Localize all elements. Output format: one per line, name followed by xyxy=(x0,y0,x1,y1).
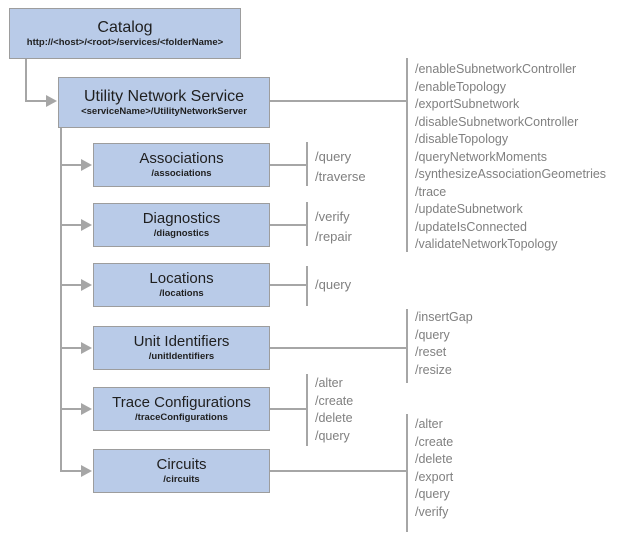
ops-list-diagnostics: /verify/repair xyxy=(315,207,352,247)
node-circuits: Circuits /circuits xyxy=(93,449,270,493)
operation-item: /validateNetworkTopology xyxy=(415,237,558,251)
arrow-right-icon xyxy=(81,279,92,291)
operation-item: /query xyxy=(315,149,352,164)
node-catalog-subtitle: http://<host>/<root>/services/<folderNam… xyxy=(26,37,224,48)
operation-item: /synthesizeAssociationGeometries xyxy=(415,167,607,181)
node-associations: Associations /associations xyxy=(93,143,270,187)
node-unit-identifiers-title: Unit Identifiers xyxy=(133,333,230,350)
node-catalog: Catalog http://<host>/<root>/services/<f… xyxy=(9,8,241,59)
ops-list-utility-network-service: /enableSubnetworkController/enableTopolo… xyxy=(415,61,606,254)
node-circuits-title: Circuits xyxy=(156,456,207,473)
node-associations-title: Associations xyxy=(139,150,224,167)
node-diagnostics-subtitle: /diagnostics xyxy=(153,228,210,239)
connector-branch-trace-configurations xyxy=(60,408,83,410)
operation-item: /delete xyxy=(415,452,453,466)
ops-list-locations: /query xyxy=(315,275,351,295)
ops-list-trace-configurations: /alter/create/delete/query xyxy=(315,375,353,445)
operation-item: /disableTopology xyxy=(415,132,509,146)
node-associations-subtitle: /associations xyxy=(151,168,212,179)
connector-branch-circuits xyxy=(60,470,83,472)
operation-item: /query xyxy=(315,277,352,292)
node-locations-subtitle: /locations xyxy=(159,288,204,299)
operation-item: /alter xyxy=(315,376,343,390)
connector-catalog-horizontal xyxy=(25,100,48,102)
operation-item: /query xyxy=(415,487,450,501)
node-diagnostics-title: Diagnostics xyxy=(142,210,221,227)
connector-uns-operations xyxy=(270,100,406,102)
connector-trace-configurations-operations xyxy=(270,408,306,410)
tick-associations-operations xyxy=(306,142,308,186)
operation-item: /insertGap xyxy=(415,310,473,324)
node-locations-title: Locations xyxy=(149,270,214,287)
operation-item: /create xyxy=(315,393,354,408)
node-circuits-subtitle: /circuits xyxy=(163,474,200,485)
operation-item: /resize xyxy=(415,362,452,377)
operation-item: /queryNetworkMoments xyxy=(415,149,547,164)
connector-branch-associations xyxy=(60,164,83,166)
operation-item: /updateSubnetwork xyxy=(415,202,523,216)
operation-item: /enableTopology xyxy=(415,79,507,94)
operation-item: /updateIsConnected xyxy=(415,219,527,234)
operation-item: /trace xyxy=(415,184,447,199)
operation-item: /exportSubnetwork xyxy=(415,97,520,111)
node-locations: Locations /locations xyxy=(93,263,270,307)
tick-circuits-operations xyxy=(406,414,408,532)
node-diagnostics: Diagnostics /diagnostics xyxy=(93,203,270,247)
node-trace-configurations-title: Trace Configurations xyxy=(112,394,251,411)
arrow-right-icon xyxy=(46,95,57,107)
operation-item: /alter xyxy=(415,417,443,431)
connector-branch-unit-identifiers xyxy=(60,347,83,349)
ops-list-associations: /query/traverse xyxy=(315,147,366,187)
connector-locations-operations xyxy=(270,284,306,286)
operation-item: /query xyxy=(315,428,350,443)
arrow-right-icon xyxy=(81,159,92,171)
operation-item: /verify xyxy=(415,504,449,519)
arrow-right-icon xyxy=(81,465,92,477)
node-catalog-title: Catalog xyxy=(97,19,153,36)
operation-item: /disableSubnetworkController xyxy=(415,114,579,129)
arrow-right-icon xyxy=(81,403,92,415)
operation-item: /traverse xyxy=(315,169,366,184)
connector-associations-operations xyxy=(270,164,306,166)
operation-item: /repair xyxy=(315,229,352,244)
tick-diagnostics-operations xyxy=(306,202,308,246)
operation-item: /verify xyxy=(315,209,350,224)
tick-locations-operations xyxy=(306,266,308,306)
operation-item: /query xyxy=(415,327,450,342)
tick-unit-identifiers-operations xyxy=(406,309,408,383)
ops-list-circuits: /alter/create/delete/export/query/verify xyxy=(415,416,453,521)
connector-unit-identifiers-operations xyxy=(270,347,406,349)
connector-circuits-operations xyxy=(270,470,406,472)
node-unit-identifiers: Unit Identifiers /unitIdentifiers xyxy=(93,326,270,370)
connector-catalog-vertical xyxy=(25,59,27,102)
node-trace-configurations-subtitle: /traceConfigurations xyxy=(135,412,228,423)
operation-item: /create xyxy=(415,434,454,449)
connector-trunk-vertical xyxy=(60,128,62,472)
arrow-right-icon xyxy=(81,219,92,231)
node-utility-network-service: Utility Network Service <serviceName>/Ut… xyxy=(58,77,270,128)
connector-branch-locations xyxy=(60,284,83,286)
tick-trace-configurations-operations xyxy=(306,374,308,446)
node-uns-subtitle: <serviceName>/UtilityNetworkServer xyxy=(81,106,247,117)
node-trace-configurations: Trace Configurations /traceConfiguration… xyxy=(93,387,270,431)
ops-list-unit-identifiers: /insertGap/query/reset/resize xyxy=(415,309,473,379)
operation-item: /export xyxy=(415,469,454,484)
operation-item: /enableSubnetworkController xyxy=(415,62,577,76)
tick-uns-operations xyxy=(406,58,408,252)
node-unit-identifiers-subtitle: /unitIdentifiers xyxy=(148,351,215,362)
node-uns-title: Utility Network Service xyxy=(83,88,245,105)
arrow-right-icon xyxy=(81,342,92,354)
connector-diagnostics-operations xyxy=(270,224,306,226)
operation-item: /delete xyxy=(315,411,353,425)
operation-item: /reset xyxy=(415,345,447,359)
connector-branch-diagnostics xyxy=(60,224,83,226)
